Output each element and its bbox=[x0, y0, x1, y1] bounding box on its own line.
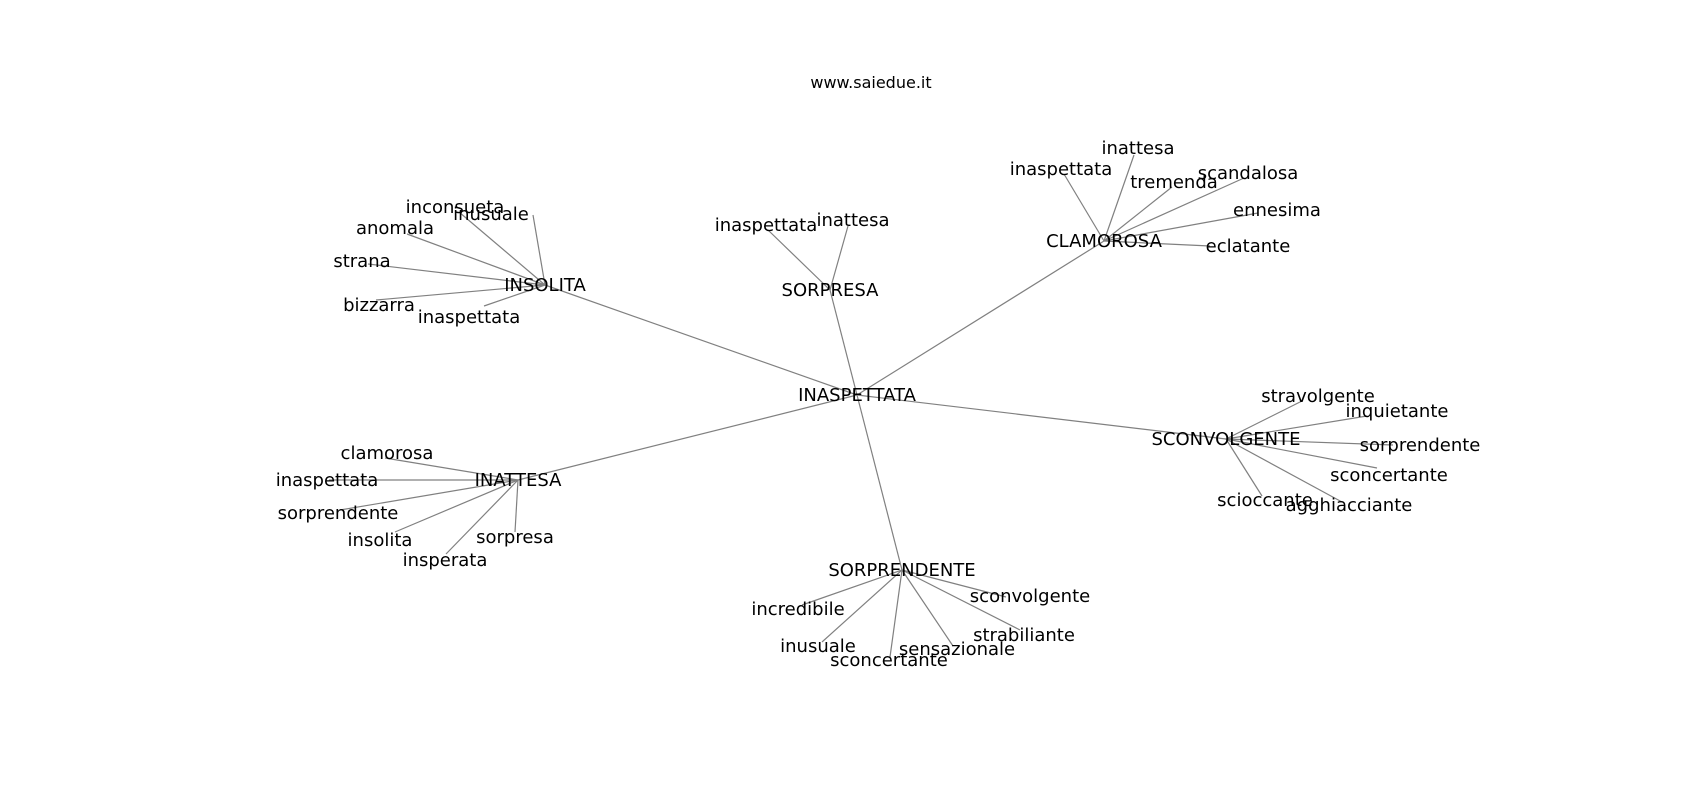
child-node-label: bizzarra bbox=[343, 295, 415, 316]
child-node-label: sconcertante bbox=[830, 650, 948, 671]
edge-group-2-child-5 bbox=[1103, 240, 1211, 247]
child-node-label: inusuale bbox=[453, 204, 529, 225]
child-node-label: clamorosa bbox=[341, 443, 434, 464]
edge-group-3-child-3 bbox=[1225, 438, 1378, 469]
child-node-label: agghiacciante bbox=[1286, 495, 1413, 516]
edge-group-4-child-5 bbox=[889, 569, 903, 658]
child-node-label: scandalosa bbox=[1198, 163, 1299, 184]
group-node-label: INSOLITA bbox=[504, 275, 586, 296]
child-node-label: sconcertante bbox=[1330, 465, 1448, 486]
edge-group-4-child-1 bbox=[801, 569, 903, 606]
child-node-label: scioccante bbox=[1217, 490, 1313, 511]
group-node-label: CLAMOROSA bbox=[1046, 231, 1162, 252]
child-node-label: inattesa bbox=[816, 210, 889, 231]
edge-group-3-child-5 bbox=[1225, 438, 1263, 497]
graph-edges bbox=[329, 154, 1394, 658]
edge-group-4-child-4 bbox=[901, 569, 954, 647]
edge-root-to-1 bbox=[829, 289, 858, 396]
child-node-label: inusuale bbox=[780, 636, 856, 657]
child-node-label: eclatante bbox=[1206, 236, 1291, 257]
edge-group-4-child-2 bbox=[901, 569, 1021, 631]
edge-group-5-child-5 bbox=[445, 479, 519, 555]
edge-root-to-5 bbox=[517, 394, 858, 481]
edge-group-0-child-5 bbox=[483, 284, 546, 307]
edge-group-2-child-1 bbox=[1063, 173, 1105, 242]
child-node-label: sensazionale bbox=[899, 639, 1015, 660]
group-node-label: SCONVOLGENTE bbox=[1152, 429, 1301, 450]
child-node-label: ennesima bbox=[1233, 200, 1321, 221]
child-node-label: insolita bbox=[348, 530, 413, 551]
group-node-label: SORPRENDENTE bbox=[828, 560, 975, 581]
child-node-label: inaspettata bbox=[276, 470, 379, 491]
edge-group-2-child-2 bbox=[1103, 186, 1173, 242]
edge-group-2-child-4 bbox=[1103, 212, 1259, 242]
child-node-label: inattesa bbox=[1101, 138, 1174, 159]
edge-group-0-child-1 bbox=[532, 214, 546, 286]
edge-group-5-child-2 bbox=[339, 479, 519, 511]
child-node-label: inaspettata bbox=[418, 307, 521, 328]
group-node-label: INATTESA bbox=[475, 470, 562, 491]
edge-group-4-child-3 bbox=[821, 569, 903, 643]
child-node-label: sorpresa bbox=[476, 527, 554, 548]
child-node-label: sorprendente bbox=[278, 503, 399, 524]
edge-group-0-child-2 bbox=[406, 233, 546, 286]
child-node-label: insperata bbox=[403, 550, 488, 571]
child-node-label: anomala bbox=[356, 218, 434, 239]
edge-group-1-child-1 bbox=[829, 225, 849, 291]
edge-root-to-0 bbox=[544, 284, 858, 396]
edge-group-5-child-0 bbox=[384, 457, 519, 481]
edge-group-1-child-0 bbox=[767, 229, 831, 291]
edge-group-0-child-0 bbox=[458, 211, 546, 286]
edge-group-0-child-4 bbox=[375, 284, 546, 301]
edge-group-0-child-3 bbox=[367, 263, 546, 286]
edge-group-3-child-2 bbox=[1225, 438, 1394, 446]
child-node-label: strana bbox=[333, 251, 390, 272]
child-node-label: inquietante bbox=[1346, 401, 1449, 422]
edge-group-3-child-4 bbox=[1225, 438, 1343, 503]
edge-root-to-2 bbox=[856, 240, 1105, 396]
edge-group-4-child-0 bbox=[901, 569, 1007, 598]
child-node-label: inaspettata bbox=[715, 215, 818, 236]
root-node-label: INASPETTATA bbox=[798, 385, 917, 406]
child-node-label: tremenda bbox=[1130, 172, 1218, 193]
group-node-label: SORPRESA bbox=[782, 280, 880, 301]
child-node-label: strabiliante bbox=[973, 625, 1075, 646]
edge-root-to-4 bbox=[856, 394, 903, 571]
edge-group-3-child-0 bbox=[1225, 400, 1303, 440]
child-node-label: incredibile bbox=[751, 599, 844, 620]
child-node-label: stravolgente bbox=[1261, 386, 1375, 407]
edge-group-5-child-4 bbox=[514, 479, 519, 533]
edge-group-3-child-1 bbox=[1225, 415, 1368, 440]
child-node-label: sconvolgente bbox=[970, 586, 1090, 607]
edge-root-to-3 bbox=[856, 394, 1227, 440]
child-node-label: sorprendente bbox=[1360, 435, 1481, 456]
edge-group-2-child-3 bbox=[1103, 177, 1245, 242]
edge-group-2-child-0 bbox=[1103, 154, 1135, 242]
edge-group-5-child-3 bbox=[394, 479, 519, 533]
source-label: www.saiedue.it bbox=[810, 73, 931, 92]
graph-nodes: INASPETTATAINSOLITAinconsuetainusualeano… bbox=[276, 138, 1481, 671]
child-node-label: inaspettata bbox=[1010, 159, 1113, 180]
child-node-label: inconsueta bbox=[406, 197, 505, 218]
